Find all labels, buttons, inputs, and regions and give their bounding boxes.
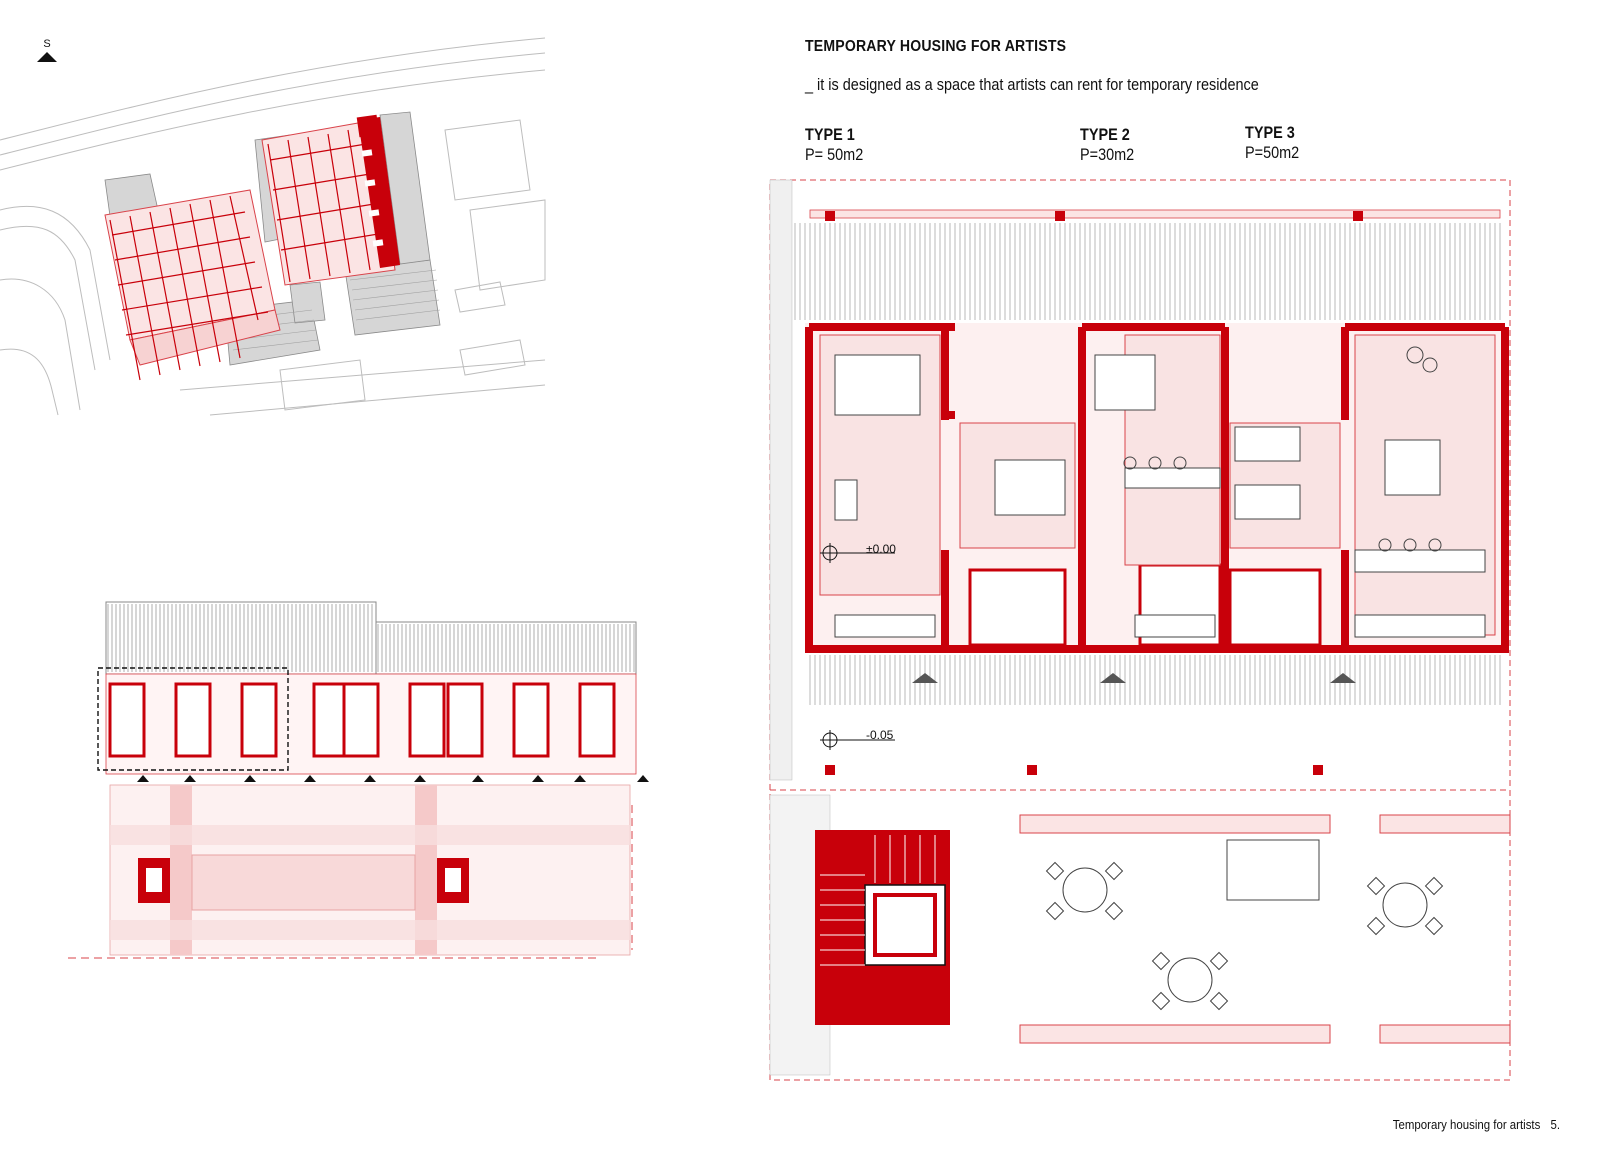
selection-box xyxy=(97,667,289,771)
compass-label: S xyxy=(43,38,51,50)
floor-plan xyxy=(769,179,1511,1081)
page-number: 5. xyxy=(1550,1117,1560,1132)
level-marker-ground xyxy=(820,543,895,563)
page-title: TEMPORARY HOUSING FOR ARTISTS xyxy=(805,38,1067,55)
type-area: P=50m2 xyxy=(1245,143,1300,162)
row-plan xyxy=(68,601,649,959)
type-name: TYPE 3 xyxy=(1245,123,1295,142)
level-exterior: -0.05 xyxy=(866,728,894,742)
type-name: TYPE 2 xyxy=(1080,125,1130,144)
type-area: P=30m2 xyxy=(1080,145,1135,164)
type-area: P= 50m2 xyxy=(805,145,864,164)
compass: S xyxy=(36,38,58,68)
site-plan xyxy=(0,37,546,416)
type-3-label: TYPE 3 P=50m2 xyxy=(1245,123,1309,163)
page-subtitle: _ it is designed as a space that artists… xyxy=(805,75,1259,94)
north-arrow-icon xyxy=(37,52,57,62)
type-2-label: TYPE 2 P=30m2 xyxy=(1080,125,1144,165)
type-1-label: TYPE 1 P= 50m2 xyxy=(805,125,874,165)
footer: Temporary housing for artists 5. xyxy=(1393,1117,1560,1132)
footer-caption: Temporary housing for artists xyxy=(1392,1117,1541,1132)
level-ground: ±0.00 xyxy=(866,542,896,556)
type-name: TYPE 1 xyxy=(805,125,855,144)
level-marker-exterior xyxy=(820,730,895,750)
